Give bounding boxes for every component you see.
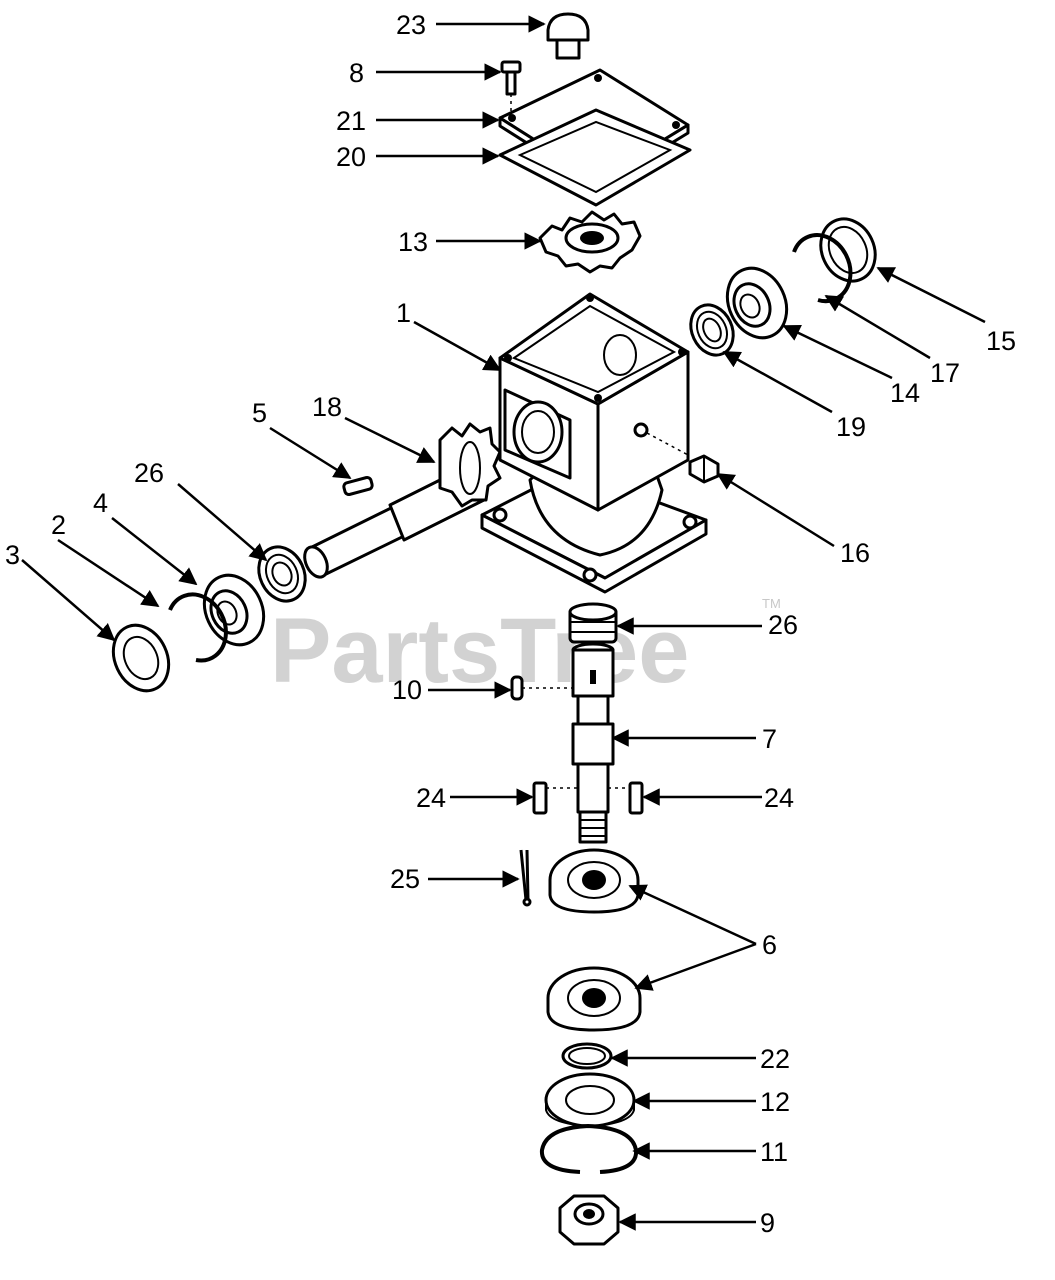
part-5-key[interactable] xyxy=(342,475,374,497)
callout-16: 16 xyxy=(840,538,870,568)
part-13-bevel-gear[interactable] xyxy=(538,210,642,274)
callout-labels: 23 8 21 20 13 15 17 14 19 1 5 18 26 2 4 … xyxy=(5,10,1016,1238)
callout-14: 14 xyxy=(890,378,920,408)
part-6-bearing-lower[interactable] xyxy=(546,966,642,1032)
part-18-input-shaft[interactable] xyxy=(300,422,502,581)
part-26-spring-seal-left[interactable] xyxy=(250,539,314,608)
part-24-roller-left[interactable] xyxy=(532,781,578,815)
part-11-retaining-ring[interactable] xyxy=(539,1123,639,1174)
part-20-gasket[interactable] xyxy=(498,108,692,207)
part-25-cotter-pin[interactable] xyxy=(519,849,532,907)
part-12-seal[interactable] xyxy=(544,1072,636,1128)
callout-1: 1 xyxy=(396,298,411,328)
callout-13: 13 xyxy=(398,227,428,257)
callout-11: 11 xyxy=(760,1137,788,1167)
part-10-pin[interactable] xyxy=(510,675,572,701)
part-15-oil-seal[interactable] xyxy=(811,210,885,290)
callout-9: 9 xyxy=(760,1208,775,1238)
part-16-plug[interactable] xyxy=(688,454,720,484)
callout-24-right: 24 xyxy=(764,783,794,813)
part-2-retaining-ring[interactable] xyxy=(168,592,228,663)
part-26-spring-seal-vertical[interactable] xyxy=(568,602,618,644)
part-23-breather-plug[interactable] xyxy=(546,12,590,60)
callout-2: 2 xyxy=(51,510,66,540)
callout-15: 15 xyxy=(986,326,1016,356)
callout-19: 19 xyxy=(836,412,866,442)
callout-4: 4 xyxy=(93,488,108,518)
callout-25: 25 xyxy=(390,864,420,894)
callout-10: 10 xyxy=(392,675,422,705)
callout-17: 17 xyxy=(930,358,960,388)
callout-24-left: 24 xyxy=(416,783,446,813)
part-3-oil-seal[interactable] xyxy=(103,616,179,700)
callout-22: 22 xyxy=(760,1044,790,1074)
part-22-ring[interactable] xyxy=(561,1042,613,1070)
part-8-bolt[interactable] xyxy=(500,60,522,112)
callout-7: 7 xyxy=(762,724,777,754)
part-7-output-shaft[interactable] xyxy=(571,642,615,844)
callout-26-vertical: 26 xyxy=(768,610,798,640)
callout-21: 21 xyxy=(336,106,366,136)
part-4-bearing[interactable] xyxy=(193,566,274,655)
part-24-roller-right[interactable] xyxy=(608,781,644,815)
callout-12: 12 xyxy=(760,1087,790,1117)
leader-lines xyxy=(21,15,986,1231)
callout-5: 5 xyxy=(252,398,267,428)
part-6-bearing-upper[interactable] xyxy=(548,848,640,914)
callout-23: 23 xyxy=(396,10,426,40)
part-14-bearing[interactable] xyxy=(716,259,797,348)
callout-18: 18 xyxy=(312,392,342,422)
callout-8: 8 xyxy=(349,58,364,88)
part-19-spring-seal[interactable] xyxy=(683,298,741,362)
part-9-nut[interactable] xyxy=(558,1194,620,1246)
callout-3: 3 xyxy=(5,540,20,570)
part-1-gear-housing[interactable] xyxy=(480,292,708,594)
callout-20: 20 xyxy=(336,142,366,172)
watermark: PartsTree TM xyxy=(270,596,781,702)
callout-6: 6 xyxy=(762,930,777,960)
watermark-text: PartsTree xyxy=(270,600,689,702)
watermark-trademark: TM xyxy=(762,596,781,611)
callout-26-left: 26 xyxy=(134,458,164,488)
